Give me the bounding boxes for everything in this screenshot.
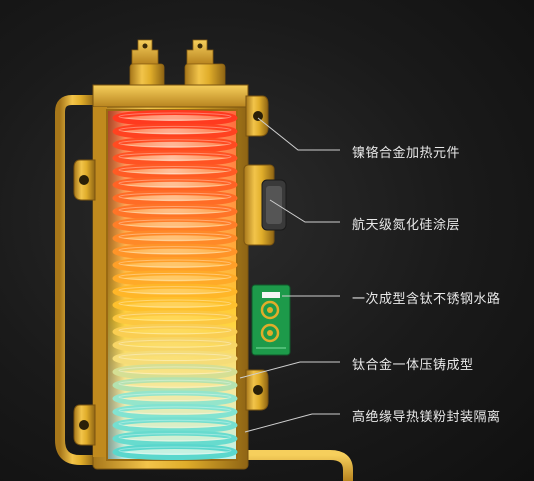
coil-highlight	[118, 352, 232, 361]
thermostat-block	[243, 164, 287, 246]
coil-highlight	[118, 339, 232, 348]
coil-highlight	[118, 419, 232, 428]
coil-highlight	[118, 125, 232, 134]
callout-titanium-alloy-casting: 钛合金一体压铸成型	[352, 358, 474, 373]
coil-highlight	[118, 393, 232, 402]
coil-highlight	[118, 406, 232, 415]
coil-highlight	[118, 112, 232, 121]
coil-highlight	[118, 272, 232, 281]
coil-highlight	[118, 206, 232, 215]
coil-highlight	[118, 366, 232, 375]
water-pipe	[55, 95, 353, 481]
coil-highlight	[118, 299, 232, 308]
coil-highlight	[118, 219, 232, 228]
coil-ring	[112, 444, 238, 460]
coil-highlight	[118, 152, 232, 161]
coil-highlight	[118, 246, 232, 255]
coil-highlight	[118, 179, 232, 188]
callout-nichrome-element: 镍铬合金加热元件	[352, 146, 461, 161]
callout-titanium-steel-waterway: 一次成型含钛不锈钢水路	[352, 292, 501, 307]
callout-leaders	[239, 117, 340, 433]
coil-highlight	[118, 139, 232, 148]
coil-highlight	[118, 286, 232, 295]
coil-highlight	[118, 312, 232, 321]
coil-highlight	[118, 379, 232, 388]
coil-highlight	[118, 326, 232, 335]
coil-highlight	[118, 259, 232, 268]
heating-coil	[112, 110, 238, 460]
coil-highlight	[118, 165, 232, 174]
callout-silicon-nitride-coating: 航天级氮化硅涂层	[352, 218, 461, 233]
circuit-board	[251, 284, 291, 356]
coil-highlight	[118, 446, 232, 455]
coil-highlight	[118, 232, 232, 241]
callout-magnesium-powder-insulation: 高绝缘导热镁粉封装隔离	[352, 410, 501, 425]
coil-highlight	[118, 192, 232, 201]
coil-highlight	[118, 433, 232, 442]
